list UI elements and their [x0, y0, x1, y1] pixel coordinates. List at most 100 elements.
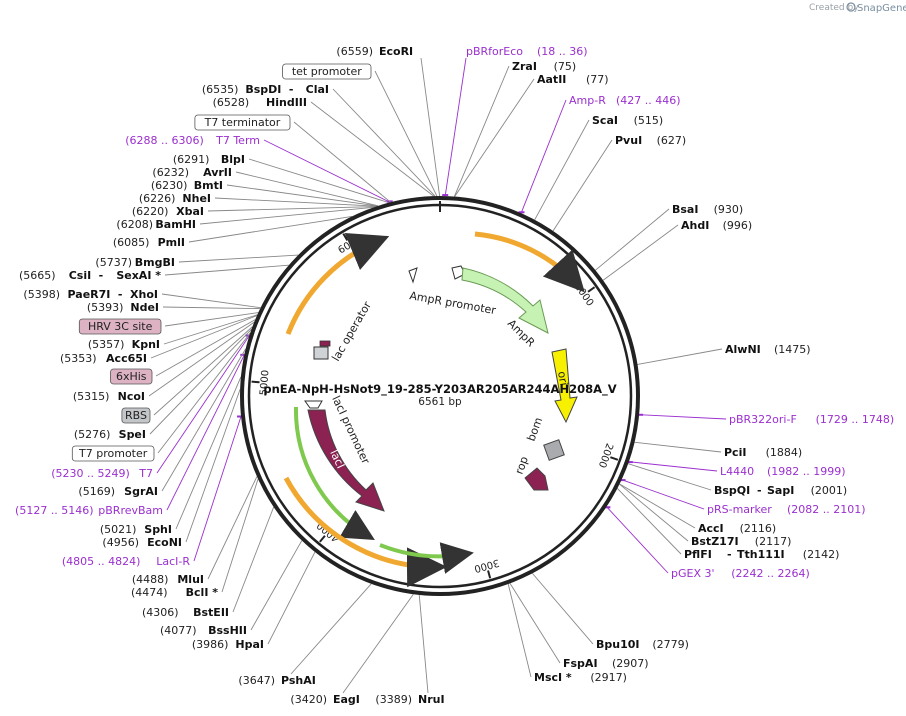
- enzyme-name: HindIII: [266, 96, 307, 109]
- leader-line: [175, 376, 242, 530]
- enzyme-name: XbaI: [176, 205, 204, 218]
- plasmid-size: 6561 bp: [418, 396, 462, 408]
- leader-line: [153, 326, 253, 416]
- leader-line: [619, 483, 689, 542]
- leader-line: [193, 416, 242, 562]
- orange-arc-top-right: [474, 231, 585, 293]
- enzyme-name: BmgBI: [135, 256, 175, 269]
- bom-feature: [543, 439, 565, 461]
- enzyme-name: NdeI: [130, 301, 159, 314]
- tick-mark: [610, 456, 619, 461]
- leader-line: [248, 158, 389, 204]
- enzyme-name: AlwNI: [725, 343, 761, 356]
- leader-line: [453, 65, 510, 197]
- leader-line: [185, 389, 241, 543]
- leader-line: [595, 208, 670, 271]
- enzyme-name: BspQI: [714, 484, 750, 497]
- primer-range: (5127 .. 5146): [15, 504, 94, 517]
- enzyme-name: ZraI: [512, 60, 537, 73]
- leader-line: [454, 78, 535, 197]
- enzyme-position: (4306): [142, 606, 179, 619]
- laci-gene-feature: [307, 409, 385, 512]
- enzyme-and-primer-labels: ZraI(75)AatII(77)Amp-R(427 .. 446)ScaI(5…: [15, 45, 894, 706]
- laci-promoter-feature: [304, 400, 323, 409]
- feature-label: RBS: [125, 409, 147, 422]
- enzyme-position: (4488): [132, 573, 169, 586]
- leader-line: [634, 441, 722, 453]
- enzyme-name: MscI *: [534, 671, 572, 684]
- tick-label: 2000: [596, 441, 615, 469]
- enzyme-name: ClaI: [306, 83, 329, 96]
- ampr-gene-feature: [461, 267, 549, 334]
- enzyme-name: Tth111I: [737, 548, 785, 561]
- leader-line: [188, 215, 353, 243]
- enzyme-position: (5353): [60, 352, 97, 365]
- primer-label: L4440: [720, 465, 754, 478]
- enzyme-name: BclI *: [186, 586, 219, 599]
- enzyme-name: AvrII: [203, 166, 232, 179]
- leader-line: [161, 348, 247, 492]
- enzyme-position: (3420): [290, 693, 327, 706]
- leader-line: [290, 583, 372, 675]
- feature-label-box: [121, 407, 151, 424]
- leader-line: [161, 293, 261, 309]
- backbone-outer-ring: [240, 196, 640, 596]
- leader-line: [164, 264, 289, 276]
- leader-line: [520, 99, 567, 214]
- enzyme-position: (1475): [774, 343, 811, 356]
- leader-line: [164, 312, 259, 327]
- enzyme-name: SgrAI: [124, 485, 158, 498]
- feature-label: T7 terminator: [204, 116, 281, 129]
- enzyme-name: BsaI: [672, 203, 698, 216]
- primer-label: pBRforEco: [466, 45, 523, 58]
- leader-line: [155, 319, 256, 377]
- enzyme-position: (3986): [192, 638, 229, 651]
- rop-feature: [524, 467, 549, 491]
- plasmid-name: pnEA-NpH-HsNot9_19-285-Y203AR205AR244AH2…: [263, 382, 616, 397]
- enzyme-name: SapI: [767, 484, 794, 497]
- rop-label: rop: [513, 455, 531, 476]
- enzyme-name: PaeR7I: [68, 288, 111, 301]
- enzyme-position: (2779): [652, 638, 689, 651]
- enzyme-name: BmtI: [194, 179, 223, 192]
- leader-line: [166, 354, 245, 511]
- feature-label-box: [110, 368, 153, 385]
- feature-label-box: [78, 318, 162, 335]
- leader-line: [621, 479, 705, 510]
- ori-label: ori: [555, 370, 570, 386]
- leader-line: [532, 573, 594, 645]
- enzyme-position: (2116): [740, 522, 777, 535]
- green-arc-left: [293, 406, 375, 541]
- primer-range: (5230 .. 5249): [51, 467, 130, 480]
- leader-line: [267, 551, 316, 645]
- enzyme-position: (5169): [78, 485, 115, 498]
- feature-label: HRV 3C site: [88, 320, 153, 333]
- enzyme-position: (3389): [375, 693, 412, 706]
- enzyme-position: (4956): [102, 536, 139, 549]
- enzyme-position: (4474): [131, 586, 168, 599]
- enzyme-name: MluI: [177, 573, 204, 586]
- leader-line: [628, 463, 712, 491]
- leader-line: [637, 348, 723, 365]
- enzyme-name: EcoRI: [379, 45, 413, 58]
- enzyme-position: (5737): [95, 256, 132, 269]
- name-separator: -: [289, 83, 294, 96]
- primer-label: pRS-marker: [707, 503, 772, 516]
- orange-arc-bottom: [283, 476, 447, 588]
- primer-range: (2242 .. 2264): [731, 567, 810, 580]
- green-arc-bottom: [379, 542, 474, 574]
- enzyme-name: SexAI *: [116, 269, 161, 282]
- leader-line: [332, 88, 436, 197]
- enzyme-position: (6528): [213, 96, 250, 109]
- leader-line: [509, 583, 561, 664]
- enzyme-name: NruI: [418, 693, 445, 706]
- name-separator: -: [757, 484, 762, 497]
- enzyme-position: (3647): [238, 674, 275, 687]
- ori-feature: [551, 348, 578, 424]
- enzyme-position: (5665): [19, 269, 56, 282]
- snapgene-logo-icon: [846, 2, 856, 12]
- enzyme-position: (6085): [113, 236, 150, 249]
- enzyme-position: (5276): [74, 428, 111, 441]
- enzyme-name: CsiI: [69, 269, 91, 282]
- feature-arcs: [283, 231, 585, 588]
